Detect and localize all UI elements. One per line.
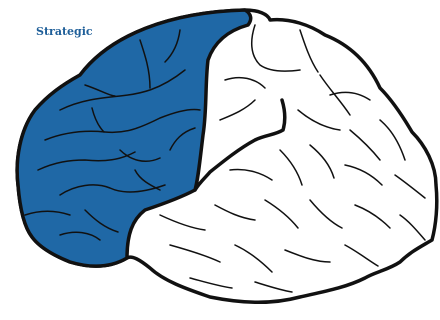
strategic-label: Strategic — [36, 25, 93, 39]
